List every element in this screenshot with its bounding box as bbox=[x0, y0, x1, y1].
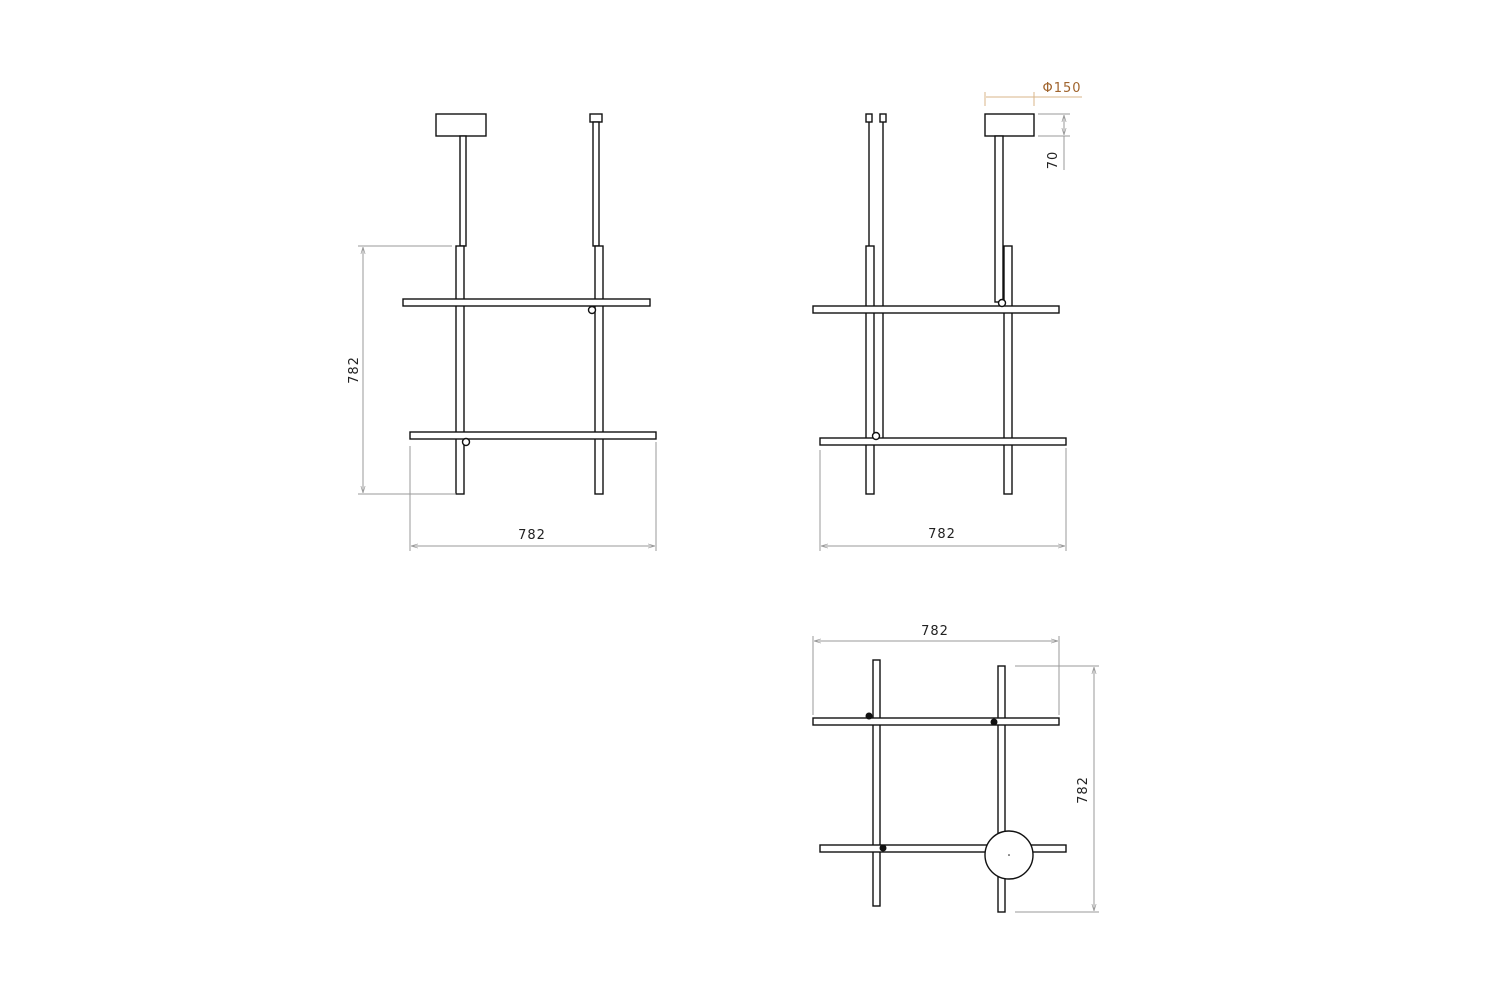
suspension-rod bbox=[994, 135, 1004, 303]
top-view: 782 782 bbox=[812, 624, 1099, 913]
canopy-height-label: 70 bbox=[1046, 151, 1061, 170]
vertical-tube bbox=[865, 245, 875, 495]
joint bbox=[587, 305, 597, 315]
vertical-tube bbox=[997, 665, 1006, 913]
horizontal-bar bbox=[819, 437, 1067, 446]
suspension-rod bbox=[459, 135, 467, 247]
horizontal-bar bbox=[819, 844, 1067, 853]
depth-label: 782 bbox=[1076, 776, 1091, 804]
horizontal-bar bbox=[812, 305, 1060, 314]
joint bbox=[879, 844, 887, 852]
suspension-rod bbox=[592, 121, 600, 247]
canopy bbox=[435, 113, 487, 137]
side-view: 782 Φ150 70 bbox=[812, 81, 1082, 551]
vertical-tube bbox=[872, 659, 881, 907]
width-label: 782 bbox=[921, 624, 949, 639]
ceiling-cap bbox=[865, 113, 873, 123]
horizontal-bar bbox=[402, 298, 651, 307]
joint bbox=[461, 437, 471, 447]
horizontal-bar bbox=[409, 431, 657, 440]
height-label: 782 bbox=[347, 356, 362, 384]
canopy bbox=[984, 113, 1035, 137]
ceiling-cap bbox=[589, 113, 603, 123]
width-label: 782 bbox=[518, 528, 546, 543]
ceiling-cap bbox=[879, 113, 887, 123]
vertical-tube bbox=[1003, 245, 1013, 495]
horizontal-bar bbox=[812, 717, 1060, 726]
joint bbox=[865, 712, 873, 720]
diameter-label: Φ150 bbox=[1042, 81, 1081, 96]
vertical-tube bbox=[594, 245, 604, 495]
joint bbox=[997, 298, 1007, 308]
joint bbox=[871, 431, 881, 441]
width-label: 782 bbox=[928, 527, 956, 542]
joint bbox=[990, 718, 998, 726]
front-view: 782 782 bbox=[347, 113, 657, 551]
vertical-tube bbox=[455, 245, 465, 495]
canopy-center-mark bbox=[1008, 854, 1010, 856]
